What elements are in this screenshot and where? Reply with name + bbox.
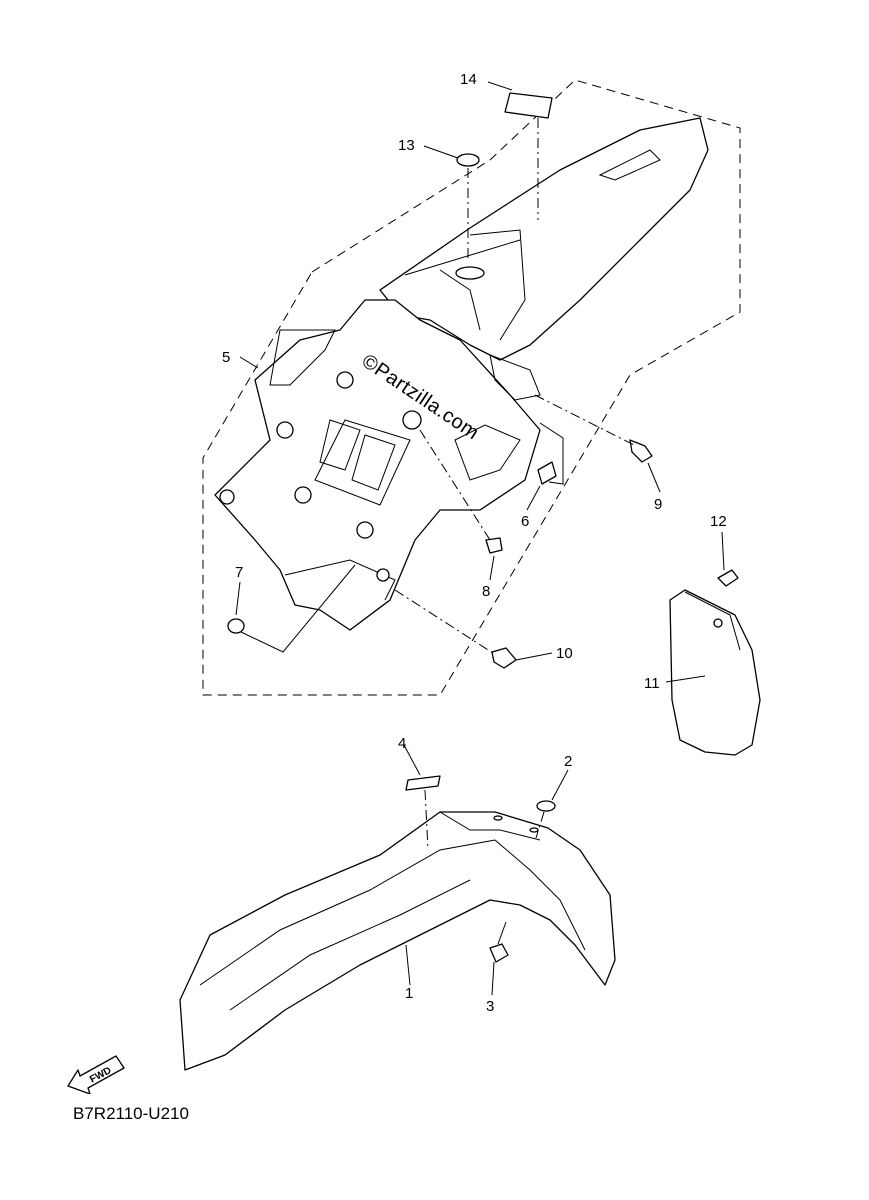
leader-4 [403,744,421,776]
leader-5 [239,356,259,369]
fwd-label: FWD [88,1065,113,1085]
callout-14: 14 [460,71,477,88]
leader-13 [423,145,459,159]
callout-7: 7 [235,564,244,581]
bolt-10[interactable] [491,647,517,669]
callout-8: 8 [482,583,491,600]
fwd-arrow-icon: FWD [67,1055,125,1094]
leader-10 [515,652,553,661]
callout-9: 9 [654,496,663,513]
leader-12 [721,531,725,571]
leader-14 [487,81,513,91]
damper-7[interactable] [227,618,245,634]
leader-8 [489,555,495,581]
screw-12[interactable] [717,569,739,587]
callout-6: 6 [521,513,530,530]
leader-1 [405,944,411,986]
label-14[interactable] [504,92,553,119]
leader-9 [647,462,661,493]
callout-1: 1 [405,985,414,1002]
assembly-line-8 [419,429,491,541]
collar-8[interactable] [485,537,503,554]
label-4[interactable] [405,775,441,791]
leader-11 [665,675,706,683]
assembly-line-9 [534,394,637,447]
leader-2 [551,769,569,801]
front-fender[interactable] [179,811,616,1071]
callout-13: 13 [398,137,415,154]
callout-3: 3 [486,998,495,1015]
mud-flap[interactable] [669,589,761,756]
callout-2: 2 [564,753,573,770]
callout-5: 5 [222,349,231,366]
callout-10: 10 [556,645,573,662]
emblem-13[interactable] [456,153,480,167]
nut-6[interactable] [537,461,557,485]
diagram-code: B7R2110-U210 [73,1104,189,1123]
bracket-7 [240,564,356,653]
leader-6 [526,485,541,511]
callout-11: 11 [644,675,660,692]
rivet-2[interactable] [536,800,556,812]
callout-4: 4 [398,735,407,752]
bolt-3[interactable] [489,921,509,963]
callout-12: 12 [710,513,727,530]
assembly-line-2 [535,811,545,839]
assembly-line-10 [394,589,497,656]
assembly-boundary [202,79,741,696]
leader-3 [491,961,495,996]
leader-7 [235,581,241,616]
bracket-6 [539,422,564,485]
rear-fender[interactable] [214,117,709,631]
bolt-9[interactable] [629,439,653,463]
